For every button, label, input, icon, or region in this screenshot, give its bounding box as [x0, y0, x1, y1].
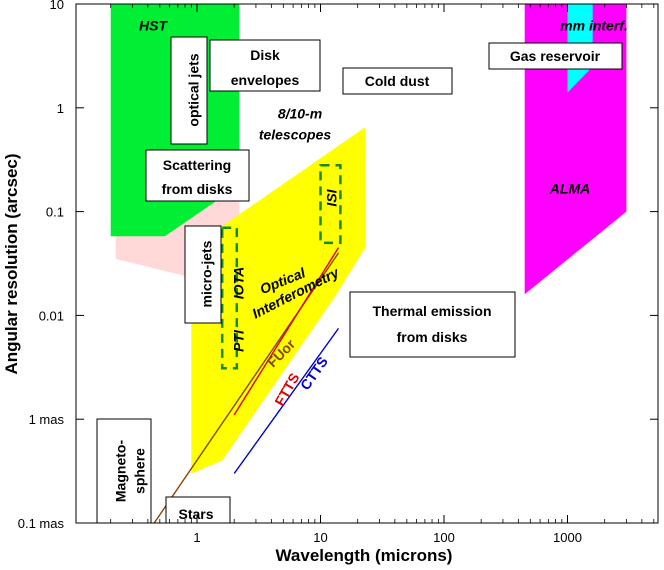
box-gas-reservoir	[488, 42, 623, 70]
x-tick-label-1: 1	[193, 530, 200, 545]
x-tick-label-1000: 1000	[553, 530, 582, 545]
box-label-magneto-sphere-0: Magneto-	[113, 440, 129, 503]
box-label-thermal-emission-from-disks-1: from disks	[397, 329, 468, 345]
annotation-alma: ALMA	[549, 181, 590, 197]
dashed-boxes-layer	[220, 163, 342, 370]
box-micro-jets	[184, 225, 222, 324]
annotation-isi: ISI	[324, 188, 340, 206]
annotation-8-10-m: 8/10-m	[278, 106, 322, 122]
box-label-disk-envelopes-0: Disk	[250, 47, 280, 63]
box-cold-dust	[342, 67, 453, 95]
annotation-pti: PTI	[231, 329, 247, 352]
y-tick-label-10: 10	[50, 0, 64, 12]
annotation-hst: HST	[139, 18, 168, 34]
box-label-optical-jets: optical jets	[186, 53, 202, 126]
box-label-scattering-from-disks-0: Scattering	[163, 157, 231, 173]
y-tick-label-1-mas: 1 mas	[29, 412, 65, 427]
y-tick-label-0.01: 0.01	[39, 308, 64, 323]
box-label-micro-jets: micro-jets	[199, 240, 215, 307]
x-tick-label-10: 10	[313, 530, 327, 545]
y-tick-label-1: 1	[57, 101, 64, 116]
annotation-ctts: CTTS	[297, 354, 331, 393]
region-optical-interferometry	[191, 127, 366, 474]
annotation-telescopes: telescopes	[259, 127, 332, 143]
box-label-disk-envelopes-1: envelopes	[231, 72, 300, 88]
line-ftts	[233, 247, 340, 416]
lines-layer	[153, 247, 340, 524]
box-stars	[165, 496, 231, 524]
box-label-stars-0: Stars	[178, 506, 213, 522]
x-tick-label-100: 100	[433, 530, 455, 545]
annotation-mm-interf: mm interf.	[560, 18, 628, 34]
y-tick-label-0.1-mas: 0.1 mas	[18, 516, 65, 531]
plot-frame	[75, 3, 659, 524]
box-magneto-sphere	[96, 418, 152, 524]
box-scattering-from-disks	[145, 149, 250, 202]
x-axis-title: Wavelength (microns)	[276, 546, 453, 565]
box-disk-envelopes	[209, 39, 321, 92]
label-boxes-layer: optical jets Disk envelopes Cold dust Gas re…	[96, 36, 623, 524]
y-tick-label-0.1: 0.1	[46, 205, 64, 220]
dashed-box-isi	[319, 163, 342, 245]
annotation-iota: IOTA	[231, 267, 247, 299]
dashed-box-iota	[220, 226, 239, 370]
region-alma	[524, 4, 627, 295]
box-label-scattering-from-disks-1: from disks	[162, 181, 233, 197]
box-label-magneto-sphere-1: sphere	[132, 448, 148, 494]
box-label-thermal-emission-from-disks-0: Thermal emission	[372, 303, 491, 319]
box-label-gas-reservoir-0: Gas reservoir	[510, 48, 601, 64]
y-axis-title: Angular resolution (arcsec)	[2, 153, 21, 374]
axes-layer: 1 10 100 1000 10 1 0.1 0.01 1 mas 0.1 mas	[18, 0, 658, 545]
box-label-cold-dust-0: Cold dust	[365, 73, 430, 89]
box-thermal-emission-from-disks	[349, 291, 516, 358]
line-ctts	[233, 327, 340, 474]
box-optical-jets	[170, 36, 208, 145]
